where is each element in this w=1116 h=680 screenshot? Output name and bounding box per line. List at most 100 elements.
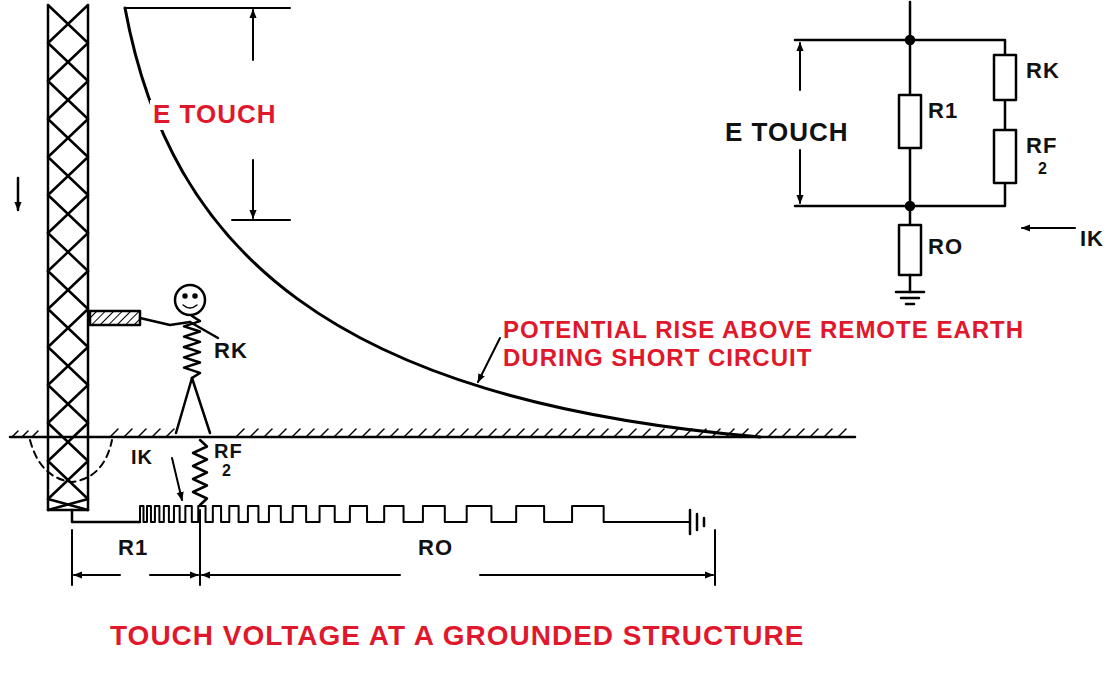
ground-hatch [348,429,356,437]
ground-hatch [432,429,440,437]
ground-hatch [460,429,468,437]
dimension-arrow [202,574,400,576]
junction-dot [906,202,914,210]
earth-symbol [689,510,692,534]
component-label: RK [214,338,248,363]
earth-symbol [906,303,914,306]
ground-hatch [22,431,28,437]
current-arrow [172,458,182,500]
tower-brace [48,119,88,157]
tower-brace [48,499,88,510]
ground-hatch [376,429,384,437]
tower-brace [48,5,88,43]
tower-brace [48,119,88,157]
ground-hatch [824,429,832,437]
dimension-arrow [799,43,801,90]
tower-brace [48,233,88,271]
tower-brace [48,81,88,119]
leader-line [478,338,500,382]
ground-hatch [768,429,776,437]
ground-hatch [306,429,314,437]
component-label: R1 [928,98,958,123]
ground-hatch [236,429,244,437]
ground-hatch [404,429,412,437]
resistor-symbol [899,225,921,275]
eye [184,295,187,298]
earth-symbol [703,518,706,526]
tower-brace [48,385,88,423]
ground-hatch [642,429,650,437]
body-resistance [184,316,200,378]
wire [909,40,912,95]
dimension-arrow [252,10,254,60]
junction-dot [906,36,914,44]
hand-grip [90,311,140,325]
ground-hatch [838,429,846,437]
tower-brace [48,423,88,461]
wire [795,40,1005,55]
ground-hatch [782,429,790,437]
ground-hatch [152,429,160,437]
ground-hatch [600,429,608,437]
component-label: RK [1026,58,1060,83]
ground-hatch [530,429,538,437]
tower-brace [48,195,88,233]
wire [1004,100,1007,130]
ground-hatch [614,429,622,437]
ground-hatch [628,429,636,437]
ground-hatch [488,429,496,437]
component-label: RO [928,234,963,259]
wire [909,2,912,40]
component-label: 2 [222,462,232,480]
tower-brace [48,157,88,195]
tower-brace [48,271,88,309]
tower-brace [48,347,88,385]
person-leg [192,378,210,433]
ground-hatch [544,429,552,437]
ground-hatch [516,429,524,437]
ground-hatch [810,429,818,437]
eye [194,295,197,298]
tower-brace [48,309,88,347]
tower-brace [48,347,88,385]
ground-hatch [586,429,594,437]
component-label: IK [128,446,156,469]
current-arrow [17,178,20,210]
resistor-symbol [899,95,921,148]
ground-hatch [572,429,580,437]
dimension-tick [71,530,73,585]
tower-brace [48,271,88,309]
ground-hatch [278,429,286,437]
dimension-arrow [150,574,198,576]
foot-resistance [193,440,207,505]
potential-curve [125,8,760,437]
dimension-arrow [74,574,120,576]
tower-brace [48,499,88,510]
caption: TOUCH VOLTAGE AT A GROUNDED STRUCTURE [110,620,804,652]
current-arrow [1022,227,1075,229]
ground-hatch [12,431,18,437]
ground-hatch [796,429,804,437]
person-leg [176,378,192,433]
earth-symbol [901,297,919,300]
ground-hatch [264,429,272,437]
ground-hatch [362,429,370,437]
resistor-symbol [994,130,1016,183]
ground-hatch [124,429,132,437]
component-label: IK [1080,226,1104,251]
component-label: RF [1026,133,1057,158]
footing-zone [30,440,112,482]
tower-brace [48,385,88,423]
tower-foot [48,509,88,512]
ground-hatch [138,429,146,437]
tower-brace [48,157,88,195]
ground-hatch [110,429,118,437]
tower-brace [48,423,88,461]
wire [909,275,912,292]
dimension-tick [199,510,201,585]
curve-note: POTENTIAL RISE ABOVE REMOTE EARTH DURING… [503,316,1063,371]
ground-hatch [250,429,258,437]
component-label: 2 [1038,160,1048,178]
dimension-tick [232,219,290,221]
dimension-arrow [799,150,801,203]
